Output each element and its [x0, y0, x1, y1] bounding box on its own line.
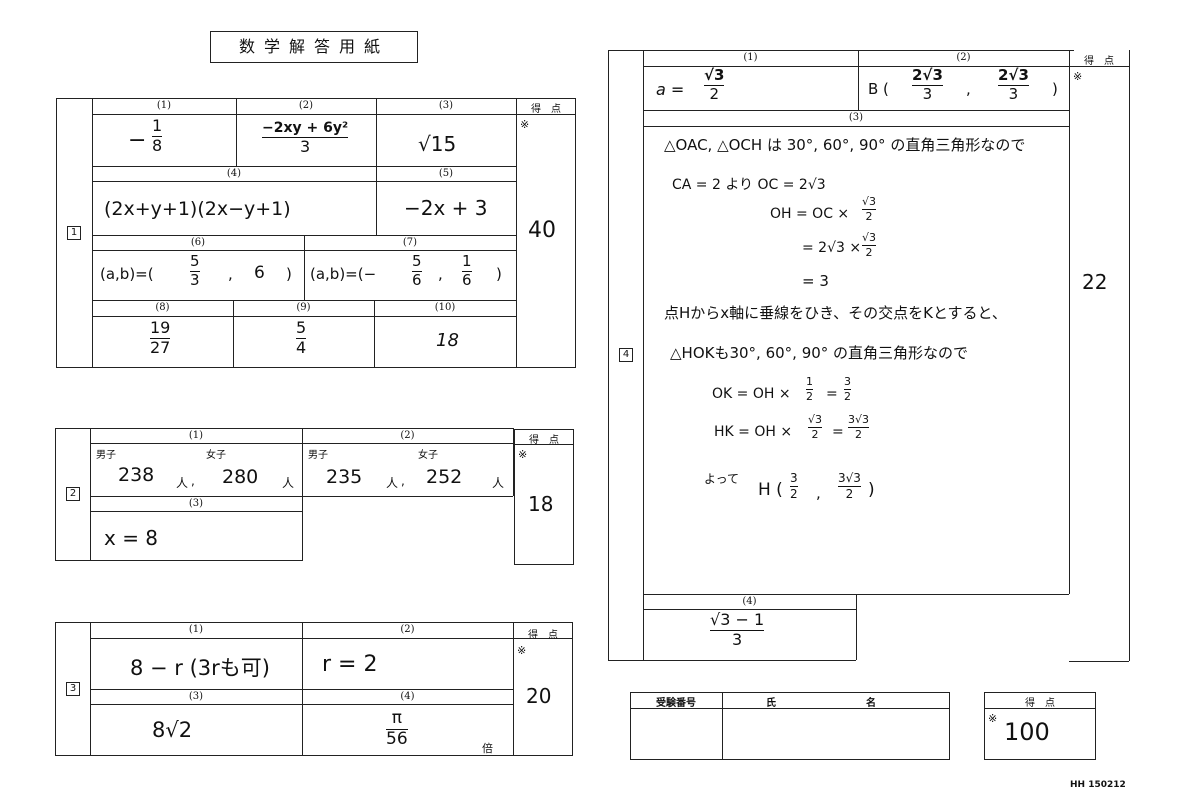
work-line-8-equals: = — [826, 386, 838, 402]
work-line-10-label: よって — [704, 472, 740, 486]
work-line-4: = 2√3 × — [802, 240, 862, 256]
work-line-10-sep: , — [816, 484, 821, 502]
q4-score-mark: ※ — [1073, 70, 1083, 83]
q2-unit-2a: 人 — [386, 476, 399, 490]
work-line-2: CA = 2 より OC = 2√3 — [672, 177, 826, 193]
name-label-a: 氏 — [766, 698, 776, 709]
q1-label-4: (4) — [226, 168, 242, 179]
q2-comma-1: , — [191, 474, 195, 488]
work-line-10-prefix: H ( — [758, 480, 783, 500]
total-score-mark: ※ — [988, 712, 998, 725]
q1-label-6: (6) — [190, 237, 206, 248]
q4-label-4: (4) — [742, 596, 757, 607]
q1-score-mark: ※ — [520, 118, 530, 131]
q2-label-1: (1) — [188, 430, 204, 441]
page-title: 数学解答用紙 — [210, 31, 418, 63]
q2-unit-1b: 人 — [282, 476, 295, 490]
q2-score-header: 得 点 — [529, 435, 559, 446]
name-label-b: 名 — [866, 698, 876, 709]
q1-label-9: (9) — [296, 302, 311, 313]
q2-answer-1-boys: 238 — [118, 464, 155, 486]
q1-answer-10: 18 — [436, 330, 459, 351]
q1-score-header: 得 点 — [531, 104, 561, 115]
q1-label-1: (1) — [156, 100, 172, 111]
q1-score: 40 — [528, 218, 556, 243]
q1-label-5: (5) — [438, 168, 454, 179]
q2-boys-label-2: 男子 — [308, 450, 328, 461]
total-score: 100 — [1004, 718, 1050, 746]
q3-label-4: (4) — [400, 691, 415, 702]
work-line-7: △HOKも30°, 60°, 90° の直角三角形なので — [670, 344, 969, 362]
q2-score-mark: ※ — [518, 448, 528, 461]
question-1-number: 1 — [67, 226, 81, 240]
work-line-3: OH = OC × — [770, 206, 850, 222]
q2-answer-1-girls: 280 — [222, 466, 259, 488]
q2-comma-2: , — [401, 474, 405, 488]
q1-label-8: (8) — [155, 302, 170, 313]
q2-label-3: (3) — [188, 498, 204, 509]
q3-label-2: (2) — [400, 624, 415, 635]
q2-answer-2-boys: 235 — [326, 466, 363, 488]
work-line-9: HK = OH × — [714, 424, 793, 440]
q3-answer-3: 8√2 — [152, 718, 193, 742]
work-line-8: OK = OH × — [712, 386, 791, 402]
q2-unit-1a: 人 — [176, 476, 189, 490]
q1-answer-5: −2x + 3 — [404, 196, 488, 220]
exam-number-label: 受験番号 — [656, 698, 696, 709]
q1-label-10: (10) — [434, 302, 456, 313]
q3-score: 20 — [526, 684, 552, 708]
q4-score: 22 — [1082, 270, 1108, 294]
q2-label-2: (2) — [400, 430, 415, 441]
q2-answer-3: x = 8 — [104, 526, 159, 550]
q2-girls-label-1: 女子 — [206, 450, 226, 461]
q3-answer-2: r = 2 — [322, 652, 378, 677]
q4-label-2: (2) — [956, 52, 971, 63]
q1-answer-3: √15 — [418, 132, 457, 156]
q1-label-2: (2) — [298, 100, 314, 111]
q2-unit-2b: 人 — [492, 476, 505, 490]
q1-answer-4: (2x+y+1)(2x−y+1) — [104, 198, 291, 220]
q3-answer-1: 8 − r (3rも可) — [130, 656, 270, 680]
total-score-header: 得 点 — [1025, 698, 1055, 709]
q3-label-1: (1) — [188, 624, 204, 635]
work-line-6: 点Hからx軸に垂線をひき、その交点をKとすると、 — [664, 304, 1007, 322]
q2-boys-label-1: 男子 — [96, 450, 116, 461]
q2-score: 18 — [528, 492, 554, 516]
q1-label-7: (7) — [402, 237, 418, 248]
q3-score-mark: ※ — [517, 644, 527, 657]
q4-score-header: 得 点 — [1084, 56, 1114, 67]
q1-answer-1-sign: − — [128, 128, 147, 153]
work-line-10-close: ) — [868, 480, 875, 500]
q3-score-header: 得 点 — [528, 630, 558, 641]
q1-label-3: (3) — [438, 100, 454, 111]
question-3-number: 3 — [66, 682, 80, 696]
q3-label-3: (3) — [188, 691, 204, 702]
q4-label-3: (3) — [848, 112, 864, 123]
q2-answer-2-girls: 252 — [426, 466, 463, 488]
work-line-5: = 3 — [802, 272, 829, 290]
question-4-number: 4 — [619, 348, 633, 362]
work-line-1: △OAC, △OCH は 30°, 60°, 90° の直角三角形なので — [664, 136, 1026, 154]
work-line-9-equals: = — [832, 424, 844, 440]
q3-answer-4-unit: 倍 — [482, 742, 493, 755]
form-code: HH 150212 — [1070, 780, 1126, 790]
q4-label-1: (1) — [743, 52, 758, 63]
q2-girls-label-2: 女子 — [418, 450, 438, 461]
question-2-number: 2 — [66, 487, 80, 501]
